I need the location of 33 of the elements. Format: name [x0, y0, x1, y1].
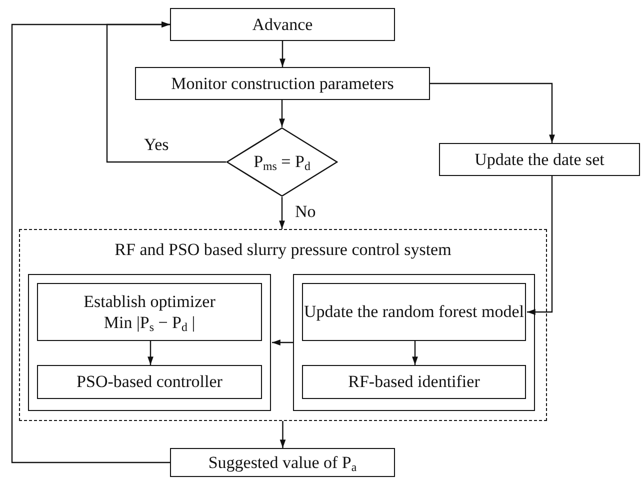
arrow — [430, 82, 555, 143]
arrow — [272, 340, 294, 346]
process-box — [302, 365, 526, 399]
box-label: Monitor construction parameters — [171, 72, 394, 94]
container-title: RF and PSO based slurry pressure control system — [114, 239, 452, 260]
arrow — [279, 197, 285, 229]
process-box — [302, 283, 526, 341]
system-container — [19, 229, 547, 421]
formula-text: Min |P$_{s}$ − P$_{d}$ | — [104, 312, 196, 334]
arrow — [280, 421, 286, 448]
process-box — [37, 283, 262, 341]
process-box — [439, 143, 640, 176]
module-box — [28, 274, 271, 411]
box-label: Suggested value of P$_{a}$ — [208, 452, 357, 474]
arrow — [280, 41, 286, 67]
process-box — [37, 365, 262, 399]
arrow — [527, 176, 553, 315]
process-box — [170, 8, 395, 41]
module-box — [293, 274, 535, 411]
process-box — [170, 448, 395, 477]
process-box — [135, 67, 430, 100]
arrow — [11, 22, 170, 464]
arrow — [279, 100, 285, 127]
box-label: Update the date set — [474, 148, 604, 170]
arrow — [412, 341, 418, 365]
box-label: Update the random forest model — [304, 301, 524, 323]
box-label: RF-based identifier — [348, 371, 480, 393]
arrow — [148, 341, 154, 365]
box-label: Establish optimizer — [84, 290, 216, 312]
box-label: Advance — [252, 14, 313, 36]
decision-diamond — [226, 127, 338, 197]
condition-text: P$_{ms}$ = P$_{d}$ — [254, 151, 310, 173]
box-label: PSO-based controller — [76, 371, 222, 393]
